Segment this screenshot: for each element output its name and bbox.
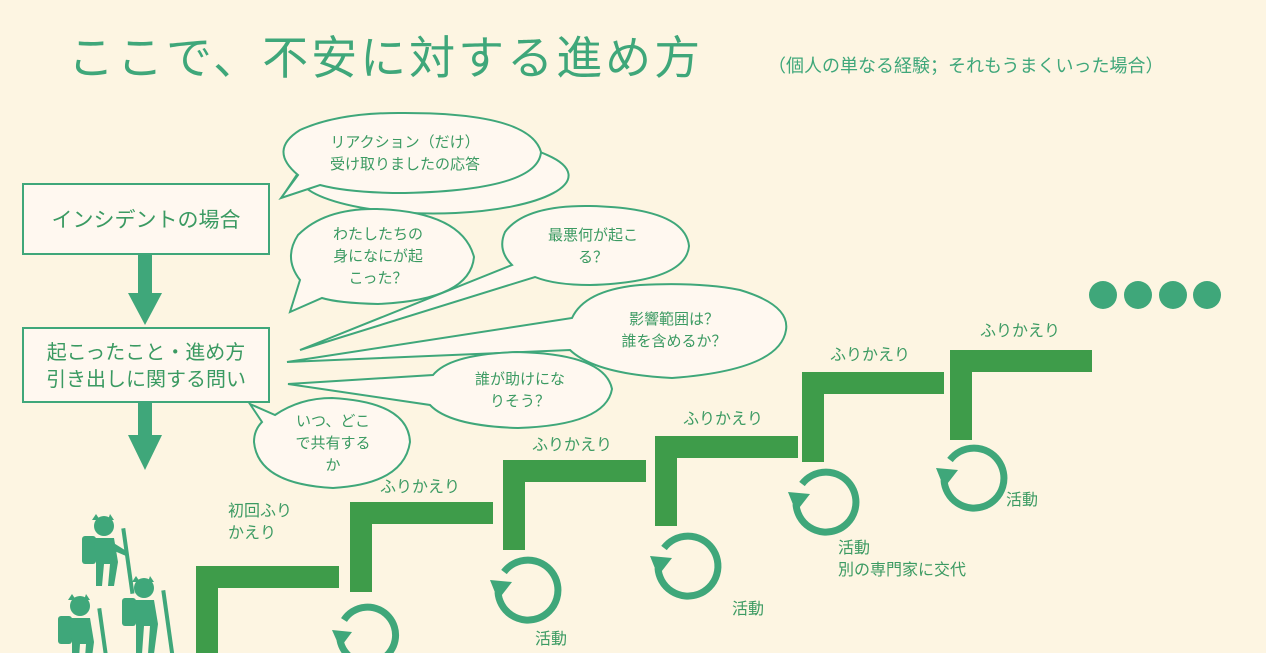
label-first-review: 初回ふり かえり [228, 501, 293, 542]
cycle-icon-1 [332, 603, 400, 653]
stair-5-tread [802, 372, 944, 394]
hiker-icon [122, 576, 175, 653]
stairs [196, 350, 1092, 653]
stair-3-tread [503, 460, 646, 482]
stair-3-riser [503, 460, 525, 550]
bubble-text-reaction: リアクション（だけ） 受け取りましたの応答 [329, 133, 481, 173]
speech-bubble-what-happened [288, 207, 476, 314]
label-review-1: ふりかえり [380, 477, 461, 496]
arrow-shaft-1 [138, 255, 152, 297]
speech-bubble-reaction [278, 111, 543, 200]
questions-box: 起こったこと・進め方 引き出しに関する問い [22, 327, 270, 403]
stair-6-riser [950, 350, 972, 440]
cycle-icon-4 [788, 468, 860, 536]
label-review-2: ふりかえり [532, 435, 613, 454]
hikers-group [58, 514, 175, 653]
stair-6-tread [950, 350, 1092, 372]
bubble-text-helpers: 誰が助けにな りそう？ [474, 370, 566, 410]
label-activity-1: 活動 [535, 629, 568, 648]
ellipsis-dots-icon [1089, 281, 1221, 309]
label-activity-2: 活動 [732, 599, 765, 618]
page-title: ここで、不安に対する進め方 [68, 31, 704, 85]
bubble-text-scope: 影響範囲は？ 誰を含めるか？ [621, 310, 727, 350]
arrow-shaft-2 [138, 403, 152, 439]
stair-2-tread [350, 502, 493, 524]
bubble-text-what-happened: わたしたちの 身になにが起 こった？ [332, 225, 424, 287]
questions-label: 起こったこと・進め方 引き出しに関する問い [46, 340, 246, 391]
stair-4-riser [655, 436, 677, 526]
hiker-icon [58, 594, 111, 653]
cycle-icon-2 [490, 556, 562, 624]
stair-2-riser [350, 502, 372, 592]
stair-5-riser [802, 372, 824, 462]
cycle-icon-3 [650, 532, 722, 600]
speech-bubble-scope [286, 283, 788, 380]
label-review-5: ふりかえり [980, 321, 1061, 340]
speech-bubble-helpers [287, 350, 614, 430]
stair-1-tread [196, 566, 339, 588]
speech-bubble-where-share [247, 396, 412, 490]
label-review-3: ふりかえり [683, 409, 764, 428]
bubble-text-worst-case: 最悪何が起こ る？ [547, 226, 639, 266]
stair-4-tread [655, 436, 798, 458]
speech-bubble-worst-case [299, 204, 691, 351]
arrow-head-1 [128, 293, 162, 325]
arrow-head-2 [128, 435, 162, 470]
bubble-text-where-share: いつ、どこ で共有する か [295, 412, 371, 474]
label-activity-3: 活動 [1006, 490, 1039, 509]
incident-label: インシデントの場合 [51, 208, 241, 232]
label-review-4: ふりかえり [830, 345, 911, 364]
hiker-icon [82, 514, 135, 594]
page-subtitle: （個人の単なる経験；それもうまくいった場合） [768, 56, 1164, 77]
flow-arrows [128, 255, 162, 470]
incident-box: インシデントの場合 [22, 183, 270, 255]
cycle-icons [332, 444, 1008, 653]
label-activity-handoff: 活動 別の専門家に交代 [838, 538, 967, 579]
cycle-icon-5 [936, 444, 1008, 512]
